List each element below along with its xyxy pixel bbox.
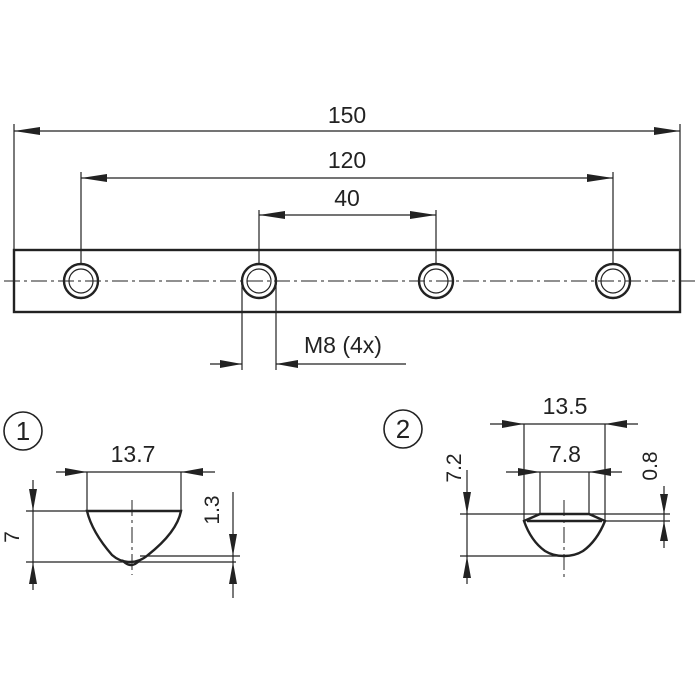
svg-text:7: 7 [1, 531, 24, 543]
variant-2-height-dimension: 7.2 [443, 453, 564, 584]
variant-2-inner-width-dimension: 7.8 [506, 441, 622, 514]
dimension-120: 120 [81, 147, 613, 182]
variant-2-profile [522, 512, 607, 558]
variant-2-section: 2 13.5 7.8 [383, 393, 670, 584]
dimension-40: 40 [259, 185, 436, 219]
variant-1-width-dimension: 13.7 [56, 441, 215, 511]
svg-text:0.8: 0.8 [639, 451, 662, 480]
variant-2-width-dimension: 13.5 [490, 393, 638, 521]
variant-1-profile [85, 509, 183, 564]
dimension-overall-length: 150 [328, 102, 366, 128]
svg-text:13.5: 13.5 [543, 393, 588, 419]
hole-callout: M8 (4x) [210, 281, 406, 370]
svg-text:1.3: 1.3 [201, 495, 224, 524]
variant-1-section: 1 13.7 7 1.3 [1, 411, 240, 598]
variant-2-marker: 2 [383, 409, 423, 449]
dimension-inner-hole-spacing: 40 [334, 185, 360, 211]
svg-text:1: 1 [16, 416, 30, 446]
bar-view: 150 120 40 M8 (4x) [4, 102, 696, 370]
svg-text:2: 2 [396, 414, 410, 444]
svg-text:7.2: 7.2 [443, 453, 466, 482]
svg-text:13.7: 13.7 [111, 441, 156, 467]
variant-2-depth-dimension: 0.8 [589, 451, 670, 548]
dimension-150: 150 [14, 102, 680, 135]
hole-thread-callout: M8 (4x) [304, 332, 382, 358]
variant-1-depth-dimension: 1.3 [140, 492, 240, 598]
dimension-outer-hole-spacing: 120 [328, 147, 366, 173]
svg-text:7.8: 7.8 [549, 441, 581, 467]
variant-1-height-dimension: 7 [1, 480, 236, 590]
variant-1-marker: 1 [3, 411, 43, 451]
